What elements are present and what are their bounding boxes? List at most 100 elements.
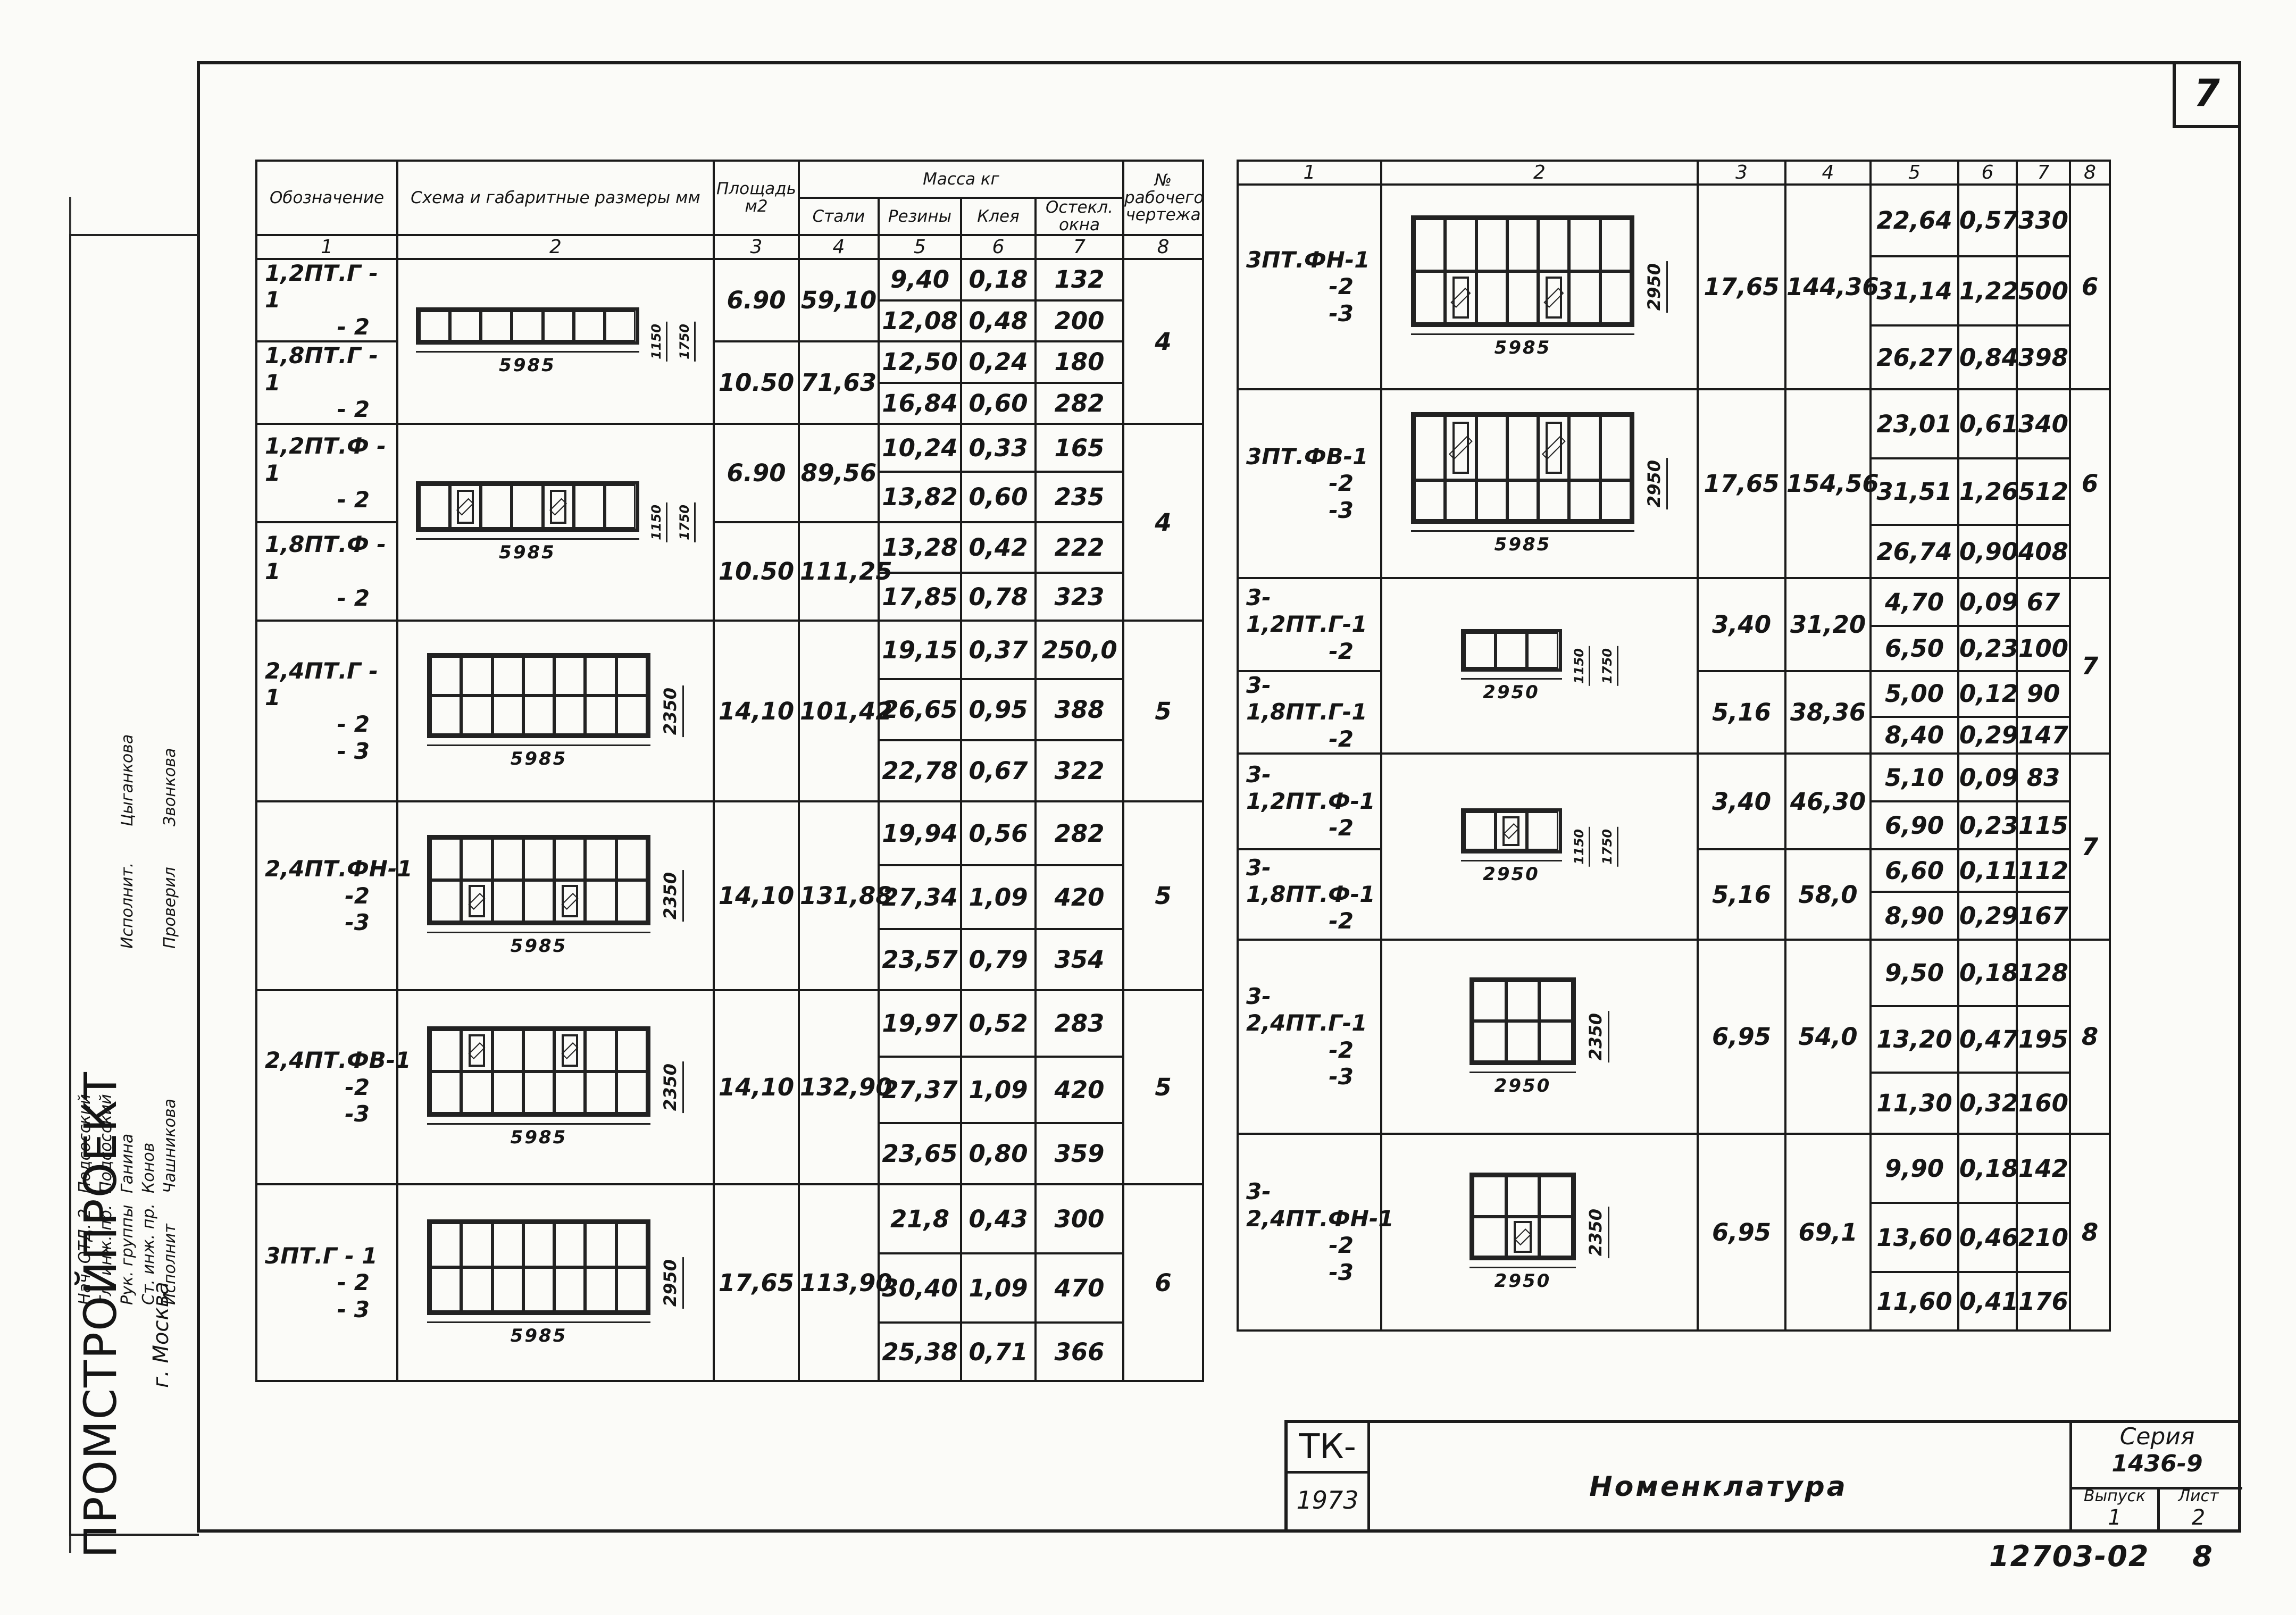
designation-code: -3 bbox=[1329, 1259, 1354, 1285]
glue-cell: 0,52 bbox=[960, 989, 1037, 1058]
glazing-cell: 83 bbox=[2016, 752, 2071, 803]
organization-name: ПРОМСТРОЙПРОЕКТ bbox=[74, 1071, 127, 1558]
designation-code: -3 bbox=[345, 1101, 370, 1127]
designation-cell: 3-1,8ПТ.Г-1 -2 bbox=[1237, 670, 1382, 755]
designation-code: - 2 bbox=[337, 1269, 370, 1296]
header-designation: Обозначение bbox=[255, 160, 398, 236]
steel-cell: 59,10 bbox=[798, 257, 880, 343]
designation-cell: 3ПТ.Г - 1 - 2 - 3 bbox=[255, 1183, 398, 1383]
glazing-cell: 142 bbox=[2016, 1133, 2071, 1204]
glue-cell: 0,95 bbox=[960, 678, 1037, 742]
glue-cell: 0,78 bbox=[960, 572, 1037, 622]
drawing-no-cell: 6 bbox=[2069, 183, 2111, 390]
drawing-no-cell: 6 bbox=[2069, 388, 2111, 579]
sidebar-label: Чашникова bbox=[161, 1098, 179, 1193]
column-number: 2 bbox=[396, 234, 715, 260]
header-rubber: Резины bbox=[878, 197, 962, 236]
dimension-height: 2950 bbox=[1642, 457, 1668, 510]
album-year: 1973 bbox=[1296, 1486, 1359, 1514]
area-cell: 3,40 bbox=[1697, 752, 1786, 851]
glazing-cell: 323 bbox=[1034, 572, 1125, 622]
glazing-cell: 408 bbox=[2016, 524, 2071, 579]
designation-code: 1,8ПТ.Ф - 1 bbox=[265, 531, 386, 584]
wall-panel-scheme bbox=[1470, 977, 1576, 1065]
column-number: 5 bbox=[878, 234, 962, 260]
designation-code: -3 bbox=[1329, 1064, 1354, 1090]
rubber-cell: 6,60 bbox=[1869, 848, 1959, 893]
glazing-cell: 420 bbox=[1034, 864, 1125, 931]
designation-code: - 2 bbox=[337, 396, 370, 422]
glue-cell: 0,43 bbox=[960, 1183, 1037, 1255]
steel-cell: 58,0 bbox=[1784, 848, 1872, 941]
designation-code: - 3 bbox=[337, 738, 370, 764]
designation-cell: 1,8ПТ.Г - 1 - 2 bbox=[255, 340, 398, 425]
rubber-cell: 6,90 bbox=[1869, 800, 1959, 851]
rubber-cell: 5,10 bbox=[1869, 752, 1959, 803]
column-number: 6 bbox=[960, 234, 1037, 260]
glazing-cell: 330 bbox=[2016, 183, 2071, 257]
drawing-no-cell: 7 bbox=[2069, 752, 2111, 941]
glazing-cell: 112 bbox=[2016, 848, 2071, 893]
glue-cell: 0,09 bbox=[1957, 752, 2018, 803]
wall-panel-scheme bbox=[1470, 1173, 1576, 1261]
rubber-cell: 16,84 bbox=[878, 381, 962, 425]
designation-code: -3 bbox=[1329, 497, 1354, 523]
glue-cell: 0,90 bbox=[1957, 524, 2018, 579]
dimension-width: 2950 bbox=[1470, 1267, 1576, 1292]
wall-panel-scheme bbox=[1460, 808, 1562, 854]
rubber-cell: 25,38 bbox=[878, 1321, 962, 1383]
series-box: Серия 1436-9 bbox=[2069, 1423, 2242, 1490]
steel-cell: 89,56 bbox=[798, 423, 880, 524]
designation-code: 2,4ПТ.Г - 1 bbox=[265, 657, 378, 710]
archive-code-value: 12703-02 bbox=[1989, 1539, 2150, 1573]
designation-code: -2 bbox=[1329, 1036, 1354, 1063]
scheme-cell: 5985 2950 bbox=[396, 1183, 715, 1383]
rubber-cell: 22,78 bbox=[878, 739, 962, 803]
rubber-cell: 5,00 bbox=[1869, 670, 1959, 718]
area-cell: 6.90 bbox=[713, 257, 800, 343]
designation-code: 1,2ПТ.Ф - 1 bbox=[265, 433, 386, 486]
rubber-cell: 19,15 bbox=[878, 620, 962, 681]
glazing-cell: 340 bbox=[2016, 388, 2071, 459]
glue-cell: 0,61 bbox=[1957, 388, 2018, 459]
steel-cell: 71,63 bbox=[798, 340, 880, 425]
designation-cell: 2,4ПТ.ФВ-1 -2 -3 bbox=[255, 989, 411, 1186]
glazing-cell: 470 bbox=[1034, 1252, 1125, 1324]
designation-cell: 3-1,2ПТ.Г-1 -2 bbox=[1237, 577, 1382, 672]
glue-cell: 0,67 bbox=[960, 739, 1037, 803]
nomenclature-table-right: 1 2 3 4 5 6 7 8 3ПТ.ФН-1 -2 -3 5985 29 bbox=[1237, 160, 2111, 1332]
rubber-cell: 12,08 bbox=[878, 299, 962, 343]
drawing-no-cell: 5 bbox=[1122, 989, 1205, 1186]
wall-panel-scheme bbox=[427, 652, 650, 738]
area-cell: 17,65 bbox=[713, 1183, 800, 1383]
rubber-cell: 19,97 bbox=[878, 989, 962, 1058]
drawing-no-cell: 8 bbox=[2069, 1133, 2111, 1332]
designation-cell: 1,2ПТ.Ф - 1 - 2 bbox=[255, 423, 398, 524]
sidebar-label: Конов bbox=[139, 1142, 158, 1193]
rubber-cell: 13,28 bbox=[878, 521, 962, 574]
steel-cell: 101,42 bbox=[798, 620, 892, 803]
dimension-width: 5985 bbox=[415, 538, 639, 563]
glazing-cell: 282 bbox=[1034, 800, 1125, 867]
rubber-cell: 19,94 bbox=[878, 800, 962, 867]
designation-cell: 3ПТ.ФВ-1 -2 -3 bbox=[1237, 388, 1382, 579]
dimension-height: 1150 bbox=[1569, 646, 1590, 686]
title-block: ТК- 1973 Номенклатура Серия 1436-9 Выпус… bbox=[1284, 1420, 2242, 1532]
rubber-cell: 13,20 bbox=[1869, 1005, 1959, 1074]
rubber-cell: 11,60 bbox=[1869, 1271, 1959, 1332]
scheme-cell: 5985 2950 bbox=[1380, 388, 1699, 579]
designation-code: - 2 bbox=[337, 585, 370, 612]
column-number: 6 bbox=[1957, 160, 2018, 186]
steel-cell: 69,1 bbox=[1784, 1133, 1872, 1332]
rubber-cell: 9,40 bbox=[878, 258, 962, 302]
glue-cell: 0,56 bbox=[960, 800, 1037, 867]
area-cell: 6.90 bbox=[713, 423, 800, 524]
steel-cell: 31,20 bbox=[1784, 577, 1872, 672]
header-mass: Масса кг bbox=[797, 160, 1125, 199]
glazing-cell: 176 bbox=[2016, 1271, 2071, 1332]
glazing-cell: 354 bbox=[1034, 928, 1125, 992]
rubber-cell: 13,82 bbox=[878, 471, 962, 524]
designation-code: - 2 bbox=[337, 711, 370, 738]
designation-code: 1,2ПТ.Г - 1 bbox=[265, 260, 378, 313]
glue-cell: 0,32 bbox=[1957, 1072, 2018, 1135]
